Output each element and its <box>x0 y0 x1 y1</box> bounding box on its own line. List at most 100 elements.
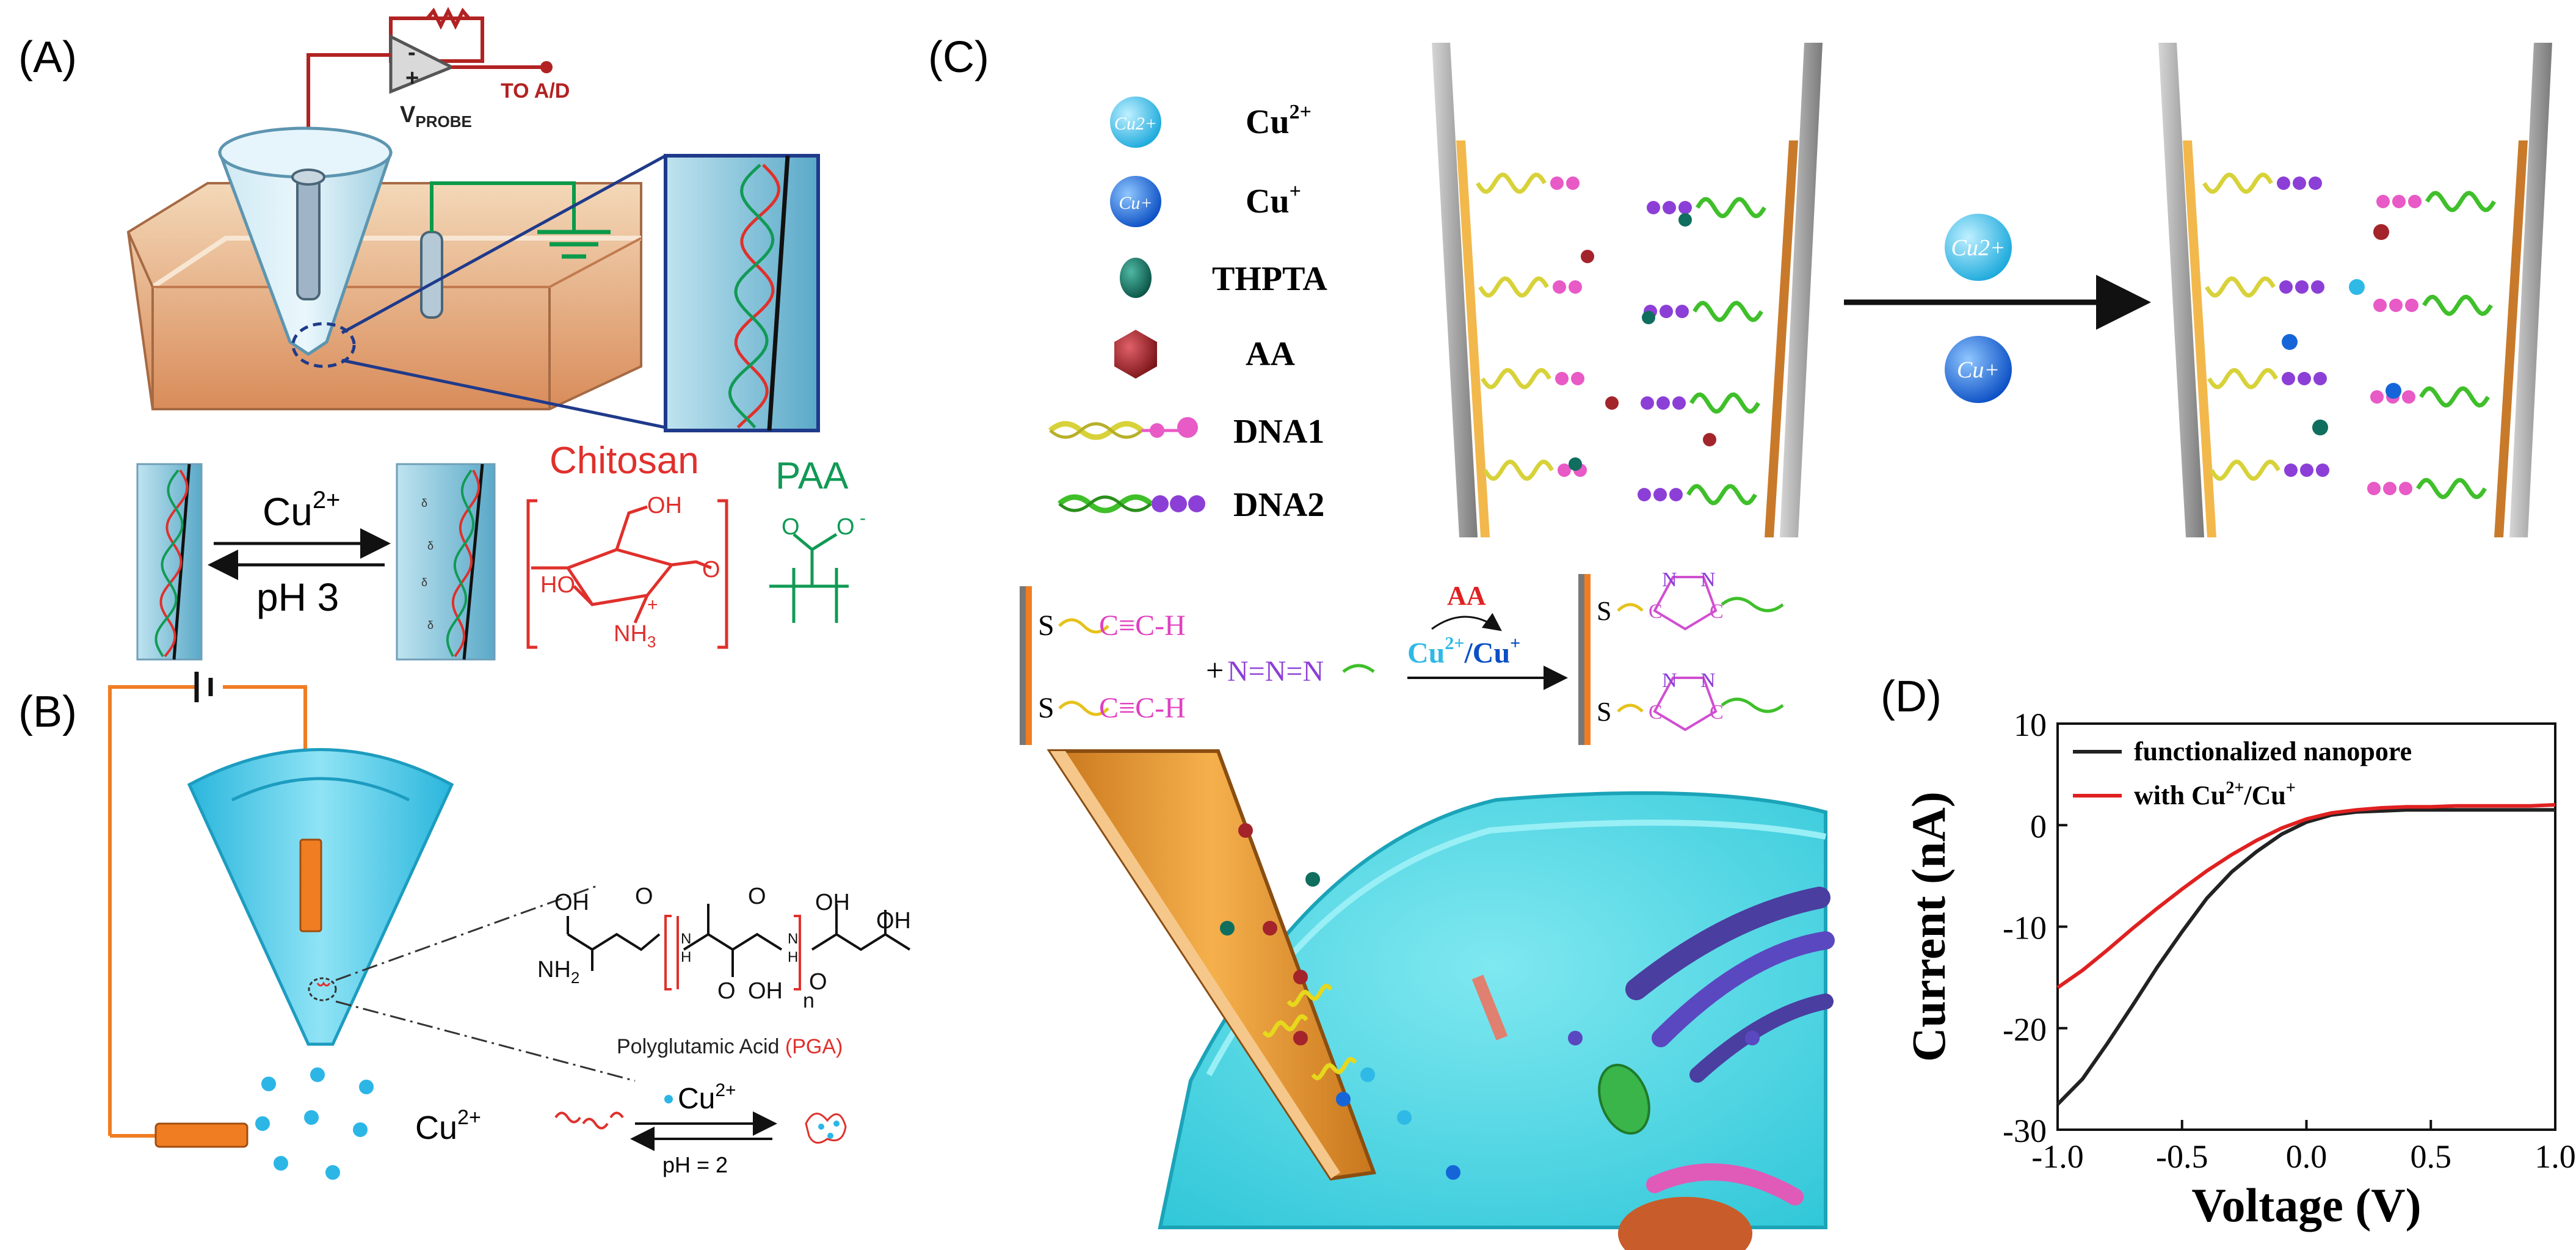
svg-text:O: O <box>702 557 720 583</box>
legend-label-dna1: DNA1 <box>1233 413 1324 451</box>
particle <box>1703 433 1716 446</box>
svg-text:H: H <box>681 949 691 965</box>
dna-bead <box>2277 176 2290 190</box>
svg-text:S: S <box>1038 609 1054 642</box>
svg-text:OH: OH <box>748 978 783 1004</box>
particle <box>2373 224 2389 240</box>
dna-bead <box>1669 488 1683 501</box>
op-amp-minus: - <box>408 40 416 65</box>
dna-strand <box>1686 484 1757 506</box>
x-tick-label: -1.0 <box>2031 1138 2083 1175</box>
svg-text:O: O <box>748 884 766 909</box>
cu-ion-label: Cu2+ <box>415 1106 481 1146</box>
particle <box>2349 279 2365 295</box>
dna2-icon <box>1058 494 1205 514</box>
cell-particle <box>1568 1031 1583 1045</box>
dna-bead <box>1656 396 1670 410</box>
svg-text:n: n <box>803 989 815 1012</box>
particle <box>1678 213 1692 227</box>
dna-bead <box>1571 372 1584 385</box>
svg-text:δ: δ <box>427 619 434 631</box>
svg-text:O: O <box>836 514 855 540</box>
cu-ion-dot <box>353 1122 368 1137</box>
carbon-atom: C <box>1710 600 1724 623</box>
x-tick-label: 0.0 <box>2286 1138 2327 1175</box>
dna-bead <box>2313 372 2327 385</box>
dna-strand <box>2202 172 2273 194</box>
panel-a: (A) - + TO A/D VPROBE <box>18 7 866 661</box>
dna-strand <box>2205 276 2276 298</box>
dna-bead <box>2392 195 2406 208</box>
triazole-ring <box>1653 576 1718 631</box>
particle <box>2386 383 2401 399</box>
bath-electrode <box>154 1122 249 1148</box>
svg-text:OH: OH <box>876 908 911 934</box>
channel-after <box>2158 43 2552 537</box>
op-amp-plus: + <box>405 65 419 91</box>
chitosan-label: Chitosan <box>550 440 699 482</box>
dna-bead <box>1555 372 1569 385</box>
dna-bead <box>1566 176 1580 190</box>
linker <box>1721 697 1784 713</box>
svg-text:C≡C-H: C≡C-H <box>1099 609 1186 642</box>
svg-text:N: N <box>788 931 798 947</box>
linker <box>1617 603 1644 612</box>
panel-c-label: (C) <box>928 33 989 82</box>
particle <box>1581 250 1594 263</box>
particle <box>2282 334 2298 350</box>
svg-text:Cu2+: Cu2+ <box>1951 235 2006 261</box>
dna-bead <box>1647 201 1660 214</box>
x-tick-label: 1.0 <box>2534 1138 2576 1175</box>
dna-bead <box>2298 372 2311 385</box>
immobilized-strand <box>1262 1014 1308 1038</box>
dna-strand <box>2419 386 2490 408</box>
dna-bead <box>2316 463 2329 477</box>
panel-a-label: (A) <box>18 33 77 82</box>
battery-icon <box>194 672 213 702</box>
cell-particle <box>1745 1031 1760 1045</box>
dna-strand <box>1693 300 1763 322</box>
nitrogen-atom: N <box>1662 669 1677 692</box>
svg-text:OH: OH <box>815 890 850 915</box>
channel-before <box>1432 43 1823 537</box>
dna-bead <box>2383 482 2396 495</box>
paa-atoms: O O - <box>782 508 866 540</box>
svg-text:Cu+: Cu+ <box>1957 357 2000 383</box>
dna-strand <box>2210 459 2280 481</box>
dna-bead <box>2300 463 2313 477</box>
svg-text:AA: AA <box>1447 581 1486 611</box>
svg-text:NH3: NH3 <box>614 621 656 651</box>
dna-bead <box>2402 390 2415 404</box>
dna-bead <box>2408 195 2422 208</box>
dna-strand <box>1481 368 1551 390</box>
cu-ion-dot <box>359 1080 374 1094</box>
dna-bead <box>2282 372 2295 385</box>
cell-particle <box>1360 1067 1375 1082</box>
svg-text:δ: δ <box>427 540 434 552</box>
dna-strand <box>1478 276 1549 298</box>
chitosan-structure <box>526 499 728 649</box>
svg-text:-: - <box>860 508 866 528</box>
dna-bead <box>1675 305 1689 318</box>
y-tick-label: -30 <box>2003 1113 2047 1149</box>
dna-bead <box>1660 305 1673 318</box>
paa-label: PAA <box>775 455 849 497</box>
equilibrium-condition: pH = 2 <box>662 1152 728 1177</box>
svg-text:N=N=N: N=N=N <box>1227 655 1324 688</box>
legend-label-thpta: THPTA <box>1212 260 1327 298</box>
dna-bead <box>2279 280 2293 294</box>
catalyst-label: Cu2+/Cu+ <box>1407 633 1520 669</box>
svg-text:HO: HO <box>540 572 575 598</box>
dna-bead <box>1653 488 1667 501</box>
x-axis-label: Voltage (V) <box>2191 1179 2421 1232</box>
cu-sphere-icon <box>1110 176 1161 227</box>
y-tick-label: -10 <box>2003 910 2047 947</box>
cell-particle <box>1220 921 1235 936</box>
dna-bead <box>1638 488 1651 501</box>
species-legend: Cu2+ Cu2+ Cu+ Cu+ THPTA AA DNA1 DNA2 <box>1048 96 1327 524</box>
